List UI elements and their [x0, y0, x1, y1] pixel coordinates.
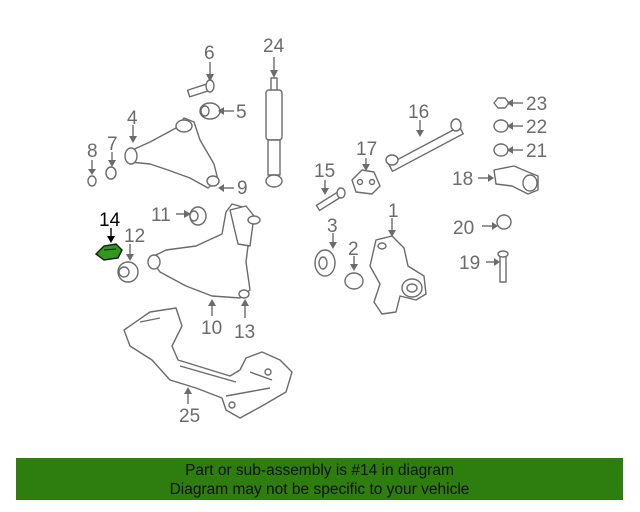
- part-5-bushing: [199, 102, 234, 120]
- part-24-shock-absorber: [265, 57, 283, 188]
- part-18-bracket: [478, 165, 539, 195]
- callout-16: 16: [408, 102, 429, 123]
- part-16-strut-rod: [385, 118, 464, 173]
- callout-25: 25: [179, 406, 200, 427]
- part-10-lower-control-arm: [147, 203, 261, 316]
- callout-3: 3: [327, 216, 338, 237]
- callout-13: 13: [234, 322, 255, 343]
- callout-7: 7: [107, 134, 118, 155]
- part-12-bushing: [117, 244, 139, 283]
- parts-diagram: 1 2 3 4 5 6 7 8 9 10 11 12 13 14 15 16 1…: [87, 36, 547, 427]
- part-4-upper-control-arm: [124, 117, 220, 189]
- part-13-bolt: [241, 299, 249, 318]
- callout-12: 12: [124, 226, 145, 247]
- callout-10: 10: [201, 318, 222, 339]
- callout-8: 8: [87, 141, 98, 162]
- part-3-bearing: [314, 233, 337, 277]
- part-1-steering-knuckle: [369, 218, 427, 315]
- callout-6: 6: [204, 43, 215, 64]
- banner-line-1: Part or sub-assembly is #14 in diagram: [185, 462, 454, 479]
- callout-21: 21: [526, 141, 547, 162]
- callout-14-highlighted: 14: [99, 210, 121, 231]
- part-21-bushing: [493, 143, 523, 157]
- callout-22: 22: [526, 117, 547, 138]
- callout-24: 24: [263, 36, 285, 57]
- part-19-bolt: [486, 250, 509, 283]
- part-2-bushing: [344, 256, 364, 290]
- part-23-nut: [493, 97, 523, 109]
- callout-9: 9: [237, 178, 248, 199]
- part-7-nut: [105, 152, 117, 180]
- part-8-washer: [87, 160, 97, 187]
- callout-4: 4: [127, 108, 138, 129]
- part-6-bolt: [186, 62, 215, 98]
- part-22-washer: [493, 119, 523, 133]
- part-15-bolt: [315, 180, 346, 212]
- callout-5: 5: [236, 102, 247, 123]
- part-14-bumper-highlighted: [94, 228, 123, 261]
- part-20-nut: [482, 214, 512, 230]
- part-11-bushing: [176, 206, 207, 226]
- callout-23: 23: [526, 94, 547, 115]
- part-9-nut: [218, 184, 234, 192]
- info-banner: Part or sub-assembly is #14 in diagram D…: [16, 458, 623, 500]
- callout-20: 20: [453, 218, 474, 239]
- banner-line-2: Diagram may not be specific to your vehi…: [169, 481, 470, 498]
- callout-19: 19: [459, 253, 480, 274]
- callout-18: 18: [452, 169, 473, 190]
- callout-17: 17: [356, 139, 377, 160]
- callout-1: 1: [388, 201, 399, 222]
- part-17-bracket: [351, 158, 381, 195]
- callout-11: 11: [151, 205, 171, 226]
- part-25-crossmember: [123, 307, 293, 419]
- callout-15: 15: [314, 161, 335, 182]
- callout-2: 2: [348, 239, 359, 260]
